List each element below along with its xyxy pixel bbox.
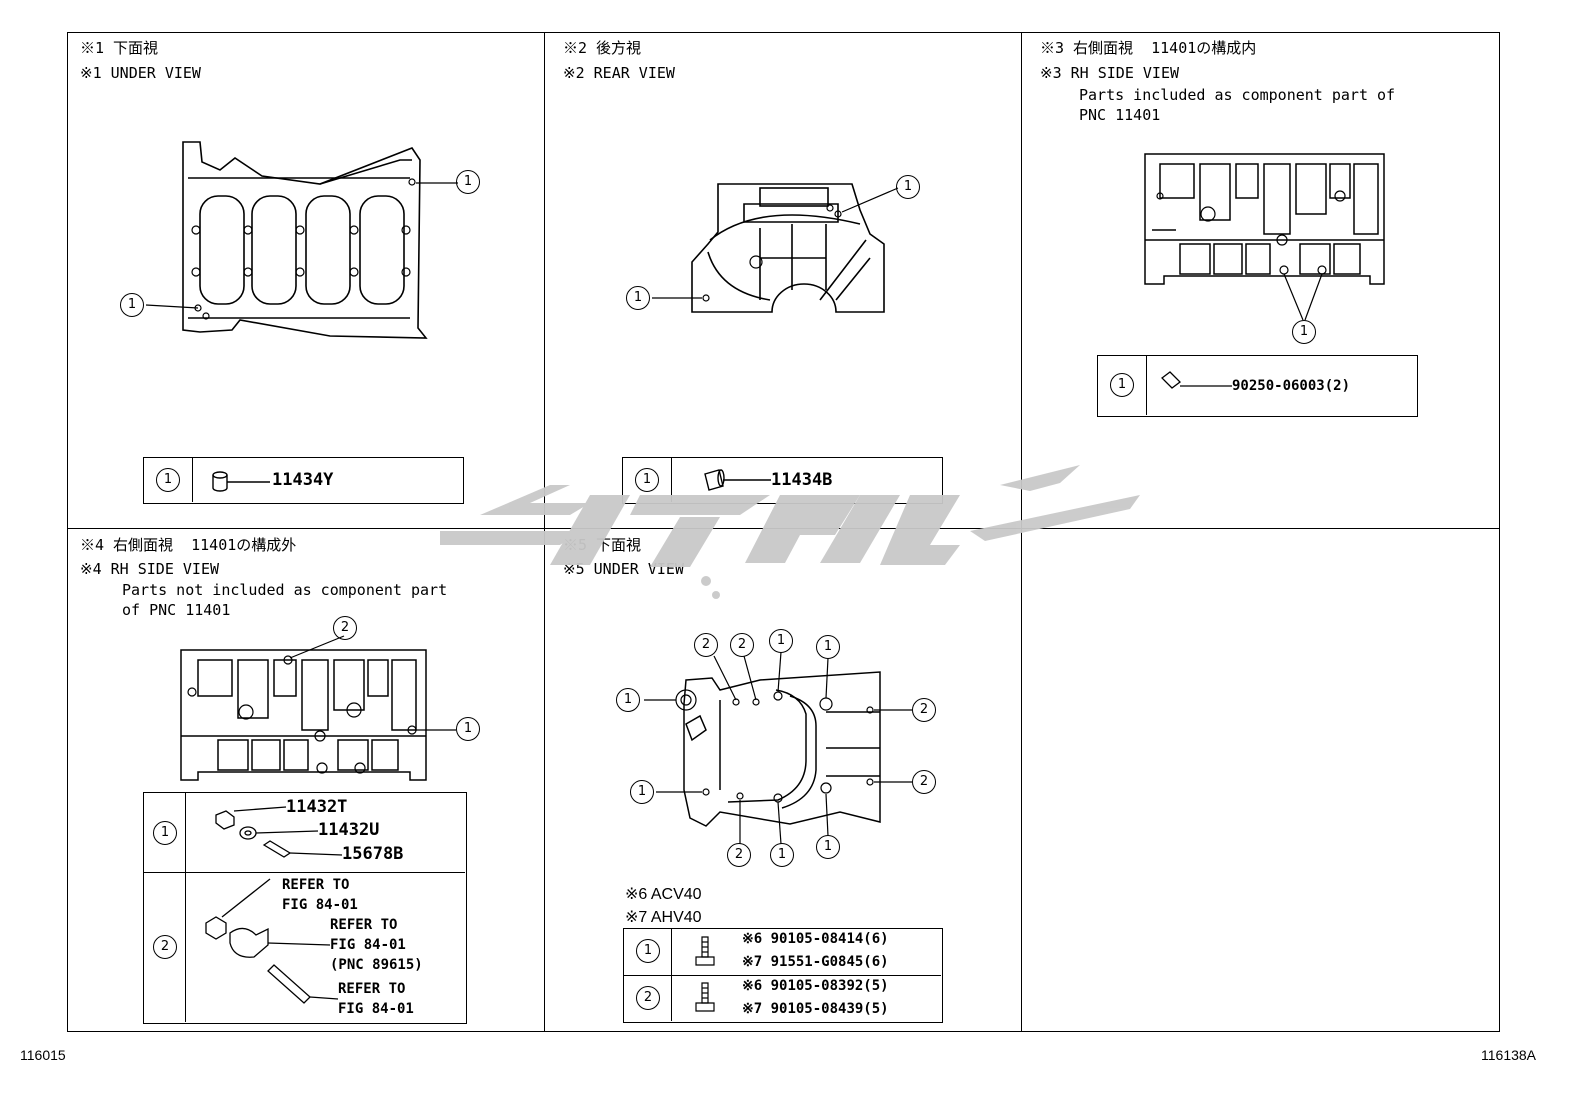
parts-table: 1 2 ※6 90105-08414(6) ※7 91551-G0845(6) … xyxy=(623,928,943,1023)
panel-title-en: ※4 RH SIDE VIEW xyxy=(80,560,219,578)
plug-icon xyxy=(212,471,270,492)
callout-1: 1 xyxy=(816,835,840,859)
part-number: 11432T xyxy=(286,797,348,817)
parts-table: 1 2 11432T 11432U 15678B REFER TO FIG 84… xyxy=(143,792,467,1024)
variant-note: ※7 AHV40 xyxy=(625,909,702,926)
callout-2: 2 xyxy=(912,770,936,794)
callout-2: 2 xyxy=(333,616,357,640)
panel-title-en: ※1 UNDER VIEW xyxy=(80,64,201,82)
callout-2: 2 xyxy=(727,843,751,867)
part-number: ※6 90105-08414(6) xyxy=(742,931,889,947)
ref-cell: 1 xyxy=(623,458,672,502)
part-number: ※6 90105-08392(5) xyxy=(742,978,889,994)
figure-code-right: 116138A xyxy=(1481,1047,1537,1063)
parts-table: 1 11434Y xyxy=(143,457,464,504)
row-divider xyxy=(624,975,941,976)
callout-1: 1 xyxy=(120,293,144,317)
plug-icon xyxy=(704,469,771,491)
panel-title-en: ※3 RH SIDE VIEW xyxy=(1040,64,1179,82)
panel-title-en: ※2 REAR VIEW xyxy=(563,64,675,82)
ref-number: 1 xyxy=(636,939,660,963)
callout-2: 2 xyxy=(912,698,936,722)
callout-1: 1 xyxy=(616,688,640,712)
part-number: ※7 91551-G0845(6) xyxy=(742,954,889,970)
variant-note: ※6 ACV40 xyxy=(625,886,702,903)
watermark-logo xyxy=(440,465,1140,599)
panel-note: Parts included as component part of PNC … xyxy=(1079,86,1396,124)
panel-title-jp: ※3 右側面視 11401の構成内 xyxy=(1040,39,1257,57)
reference-note: REFER TO FIG 84-01 (PNC 89615) xyxy=(330,917,423,973)
ref-number: 1 xyxy=(153,821,177,845)
parts-table: 1 90250-06003(2) xyxy=(1097,355,1418,417)
callout-1: 1 xyxy=(456,717,480,741)
parts-illustrations xyxy=(205,806,343,1004)
callout-1: 1 xyxy=(630,780,654,804)
part-number: 15678B xyxy=(342,844,404,864)
bolt-icons xyxy=(695,936,715,1012)
part-number: ※7 90105-08439(5) xyxy=(742,1001,889,1017)
ref-number: 2 xyxy=(636,986,660,1010)
callout-1: 1 xyxy=(896,175,920,199)
part-number: 11434B xyxy=(771,470,833,490)
reference-note: REFER TO FIG 84-01 xyxy=(338,981,414,1017)
panel-title-jp: ※1 下面視 xyxy=(80,39,159,57)
ref-cell: 1 xyxy=(144,458,193,502)
ref-number: 1 xyxy=(156,468,180,492)
reference-note: REFER TO FIG 84-01 xyxy=(282,877,358,913)
callout-1: 1 xyxy=(769,629,793,653)
callout-2: 2 xyxy=(694,633,718,657)
callout-1: 1 xyxy=(770,843,794,867)
panel-note: Parts not included as component part of … xyxy=(122,581,448,619)
callout-1: 1 xyxy=(1292,320,1316,344)
panel-title-jp: ※2 後方視 xyxy=(563,39,642,57)
callout-1: 1 xyxy=(816,635,840,659)
ref-number: 1 xyxy=(1110,373,1134,397)
part-number: 90250-06003(2) xyxy=(1232,378,1351,394)
row-divider xyxy=(144,872,465,873)
callout-1: 1 xyxy=(456,170,480,194)
part-number: 11432U xyxy=(318,820,380,840)
ref-cell: 1 xyxy=(1098,356,1147,415)
callout-1: 1 xyxy=(626,286,650,310)
part-number: 11434Y xyxy=(272,470,334,490)
ref-number: 1 xyxy=(635,468,659,492)
ref-column xyxy=(144,793,186,1022)
panel-title-jp: ※4 右側面視 11401の構成外 xyxy=(80,536,297,554)
figure-code-left: 116015 xyxy=(20,1047,66,1063)
callout-2: 2 xyxy=(730,633,754,657)
ref-number: 2 xyxy=(153,935,177,959)
plug-icon xyxy=(1161,371,1232,389)
